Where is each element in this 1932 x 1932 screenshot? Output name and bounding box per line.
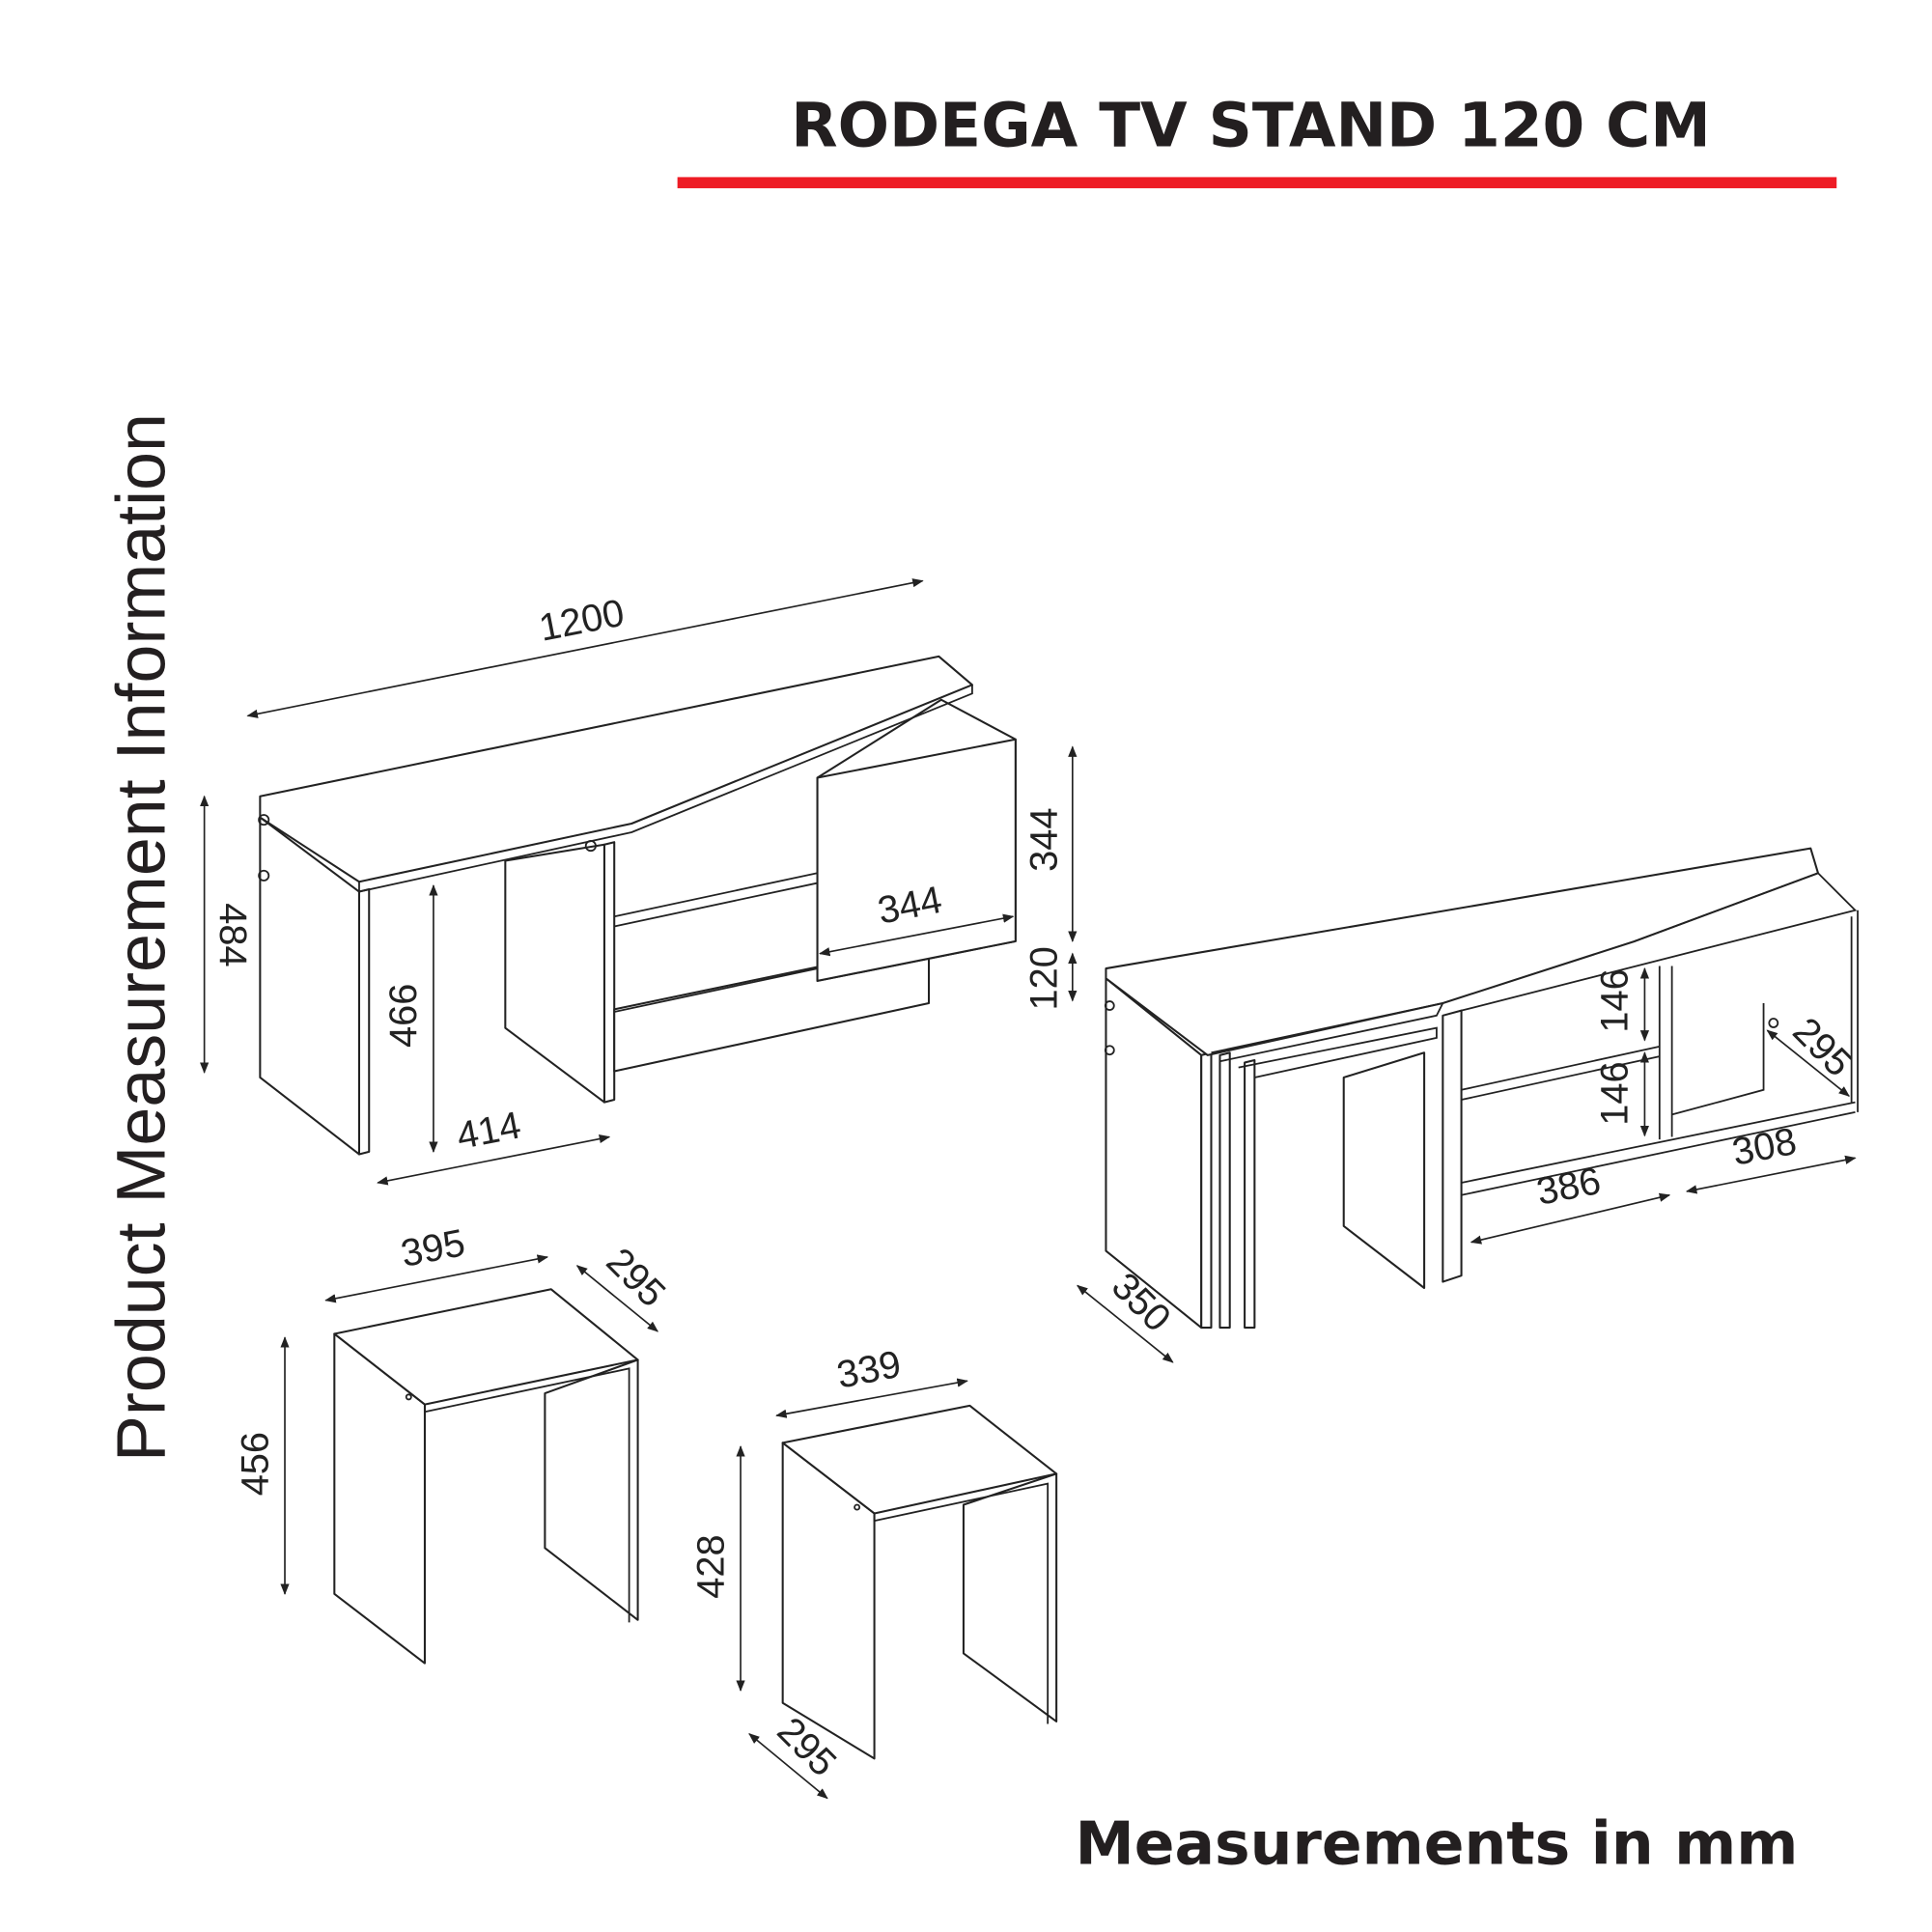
stool-large — [333, 1288, 639, 1665]
page-title: RODEGA TV STAND 120 CM — [791, 90, 1711, 160]
dim-shelf-depth-295: 295 — [1784, 1010, 1860, 1085]
dimension-arrow — [1470, 1192, 1671, 1245]
dim-stool-small-width-339: 339 — [833, 1343, 905, 1397]
dimension-arrow — [575, 1265, 659, 1332]
units-note: Measurements in mm — [1076, 1808, 1799, 1878]
dim-shelf-146-bottom: 146 — [1594, 1061, 1637, 1125]
stool-small — [781, 1404, 1058, 1760]
dimension-arrow — [775, 1378, 968, 1418]
side-label: Product Measurement Information — [103, 413, 181, 1462]
dimension-arrow — [819, 913, 1015, 957]
dim-stool-large-height-456: 456 — [234, 1432, 276, 1496]
dimension-arrow — [324, 1254, 549, 1303]
dim-stool-large-depth-295: 295 — [598, 1240, 673, 1315]
dimension-arrow — [1685, 1155, 1857, 1194]
dim-shelf-146-top: 146 — [1594, 968, 1637, 1032]
dim-shelf-width-386: 386 — [1533, 1160, 1605, 1214]
dim-height-466: 466 — [382, 984, 425, 1048]
dim-plinth-120: 120 — [1022, 946, 1065, 1010]
dimension-arrow — [1077, 1284, 1174, 1363]
dim-stool-small-height-428: 428 — [689, 1534, 732, 1598]
dimension-arrow — [748, 1733, 828, 1800]
title-underline — [677, 177, 1837, 188]
tv-stand-open — [1104, 847, 1859, 1330]
dimension-arrow — [377, 1134, 611, 1186]
dim-width-1200: 1200 — [536, 592, 628, 650]
dimension-arrow — [1766, 1029, 1850, 1097]
dim-stool-large-width-395: 395 — [398, 1221, 469, 1275]
dim-shelf-width-308: 308 — [1729, 1120, 1801, 1174]
dim-width-414: 414 — [453, 1104, 524, 1158]
dimension-arrow — [246, 578, 924, 718]
dim-height-484: 484 — [211, 903, 254, 966]
dim-door-height-344: 344 — [1022, 808, 1065, 872]
